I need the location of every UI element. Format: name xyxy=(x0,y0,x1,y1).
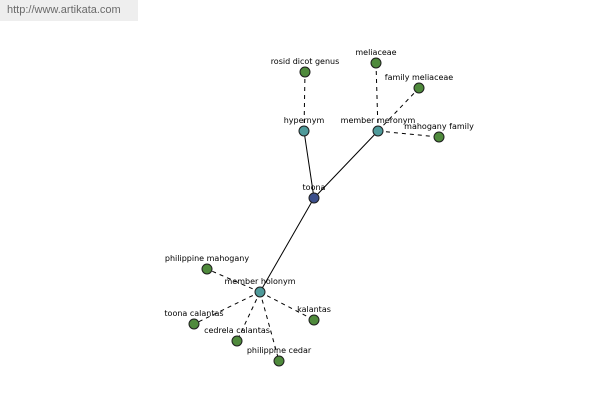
edge-member-holonym-philippine-cedar xyxy=(259,291,280,362)
term-label-toona-calantas[interactable]: toona calantas xyxy=(164,309,223,318)
term-label-mahogany-family[interactable]: mahogany family xyxy=(404,122,474,131)
relation-label-hypernym[interactable]: hypernym xyxy=(284,116,325,125)
relation-label-member-meronym[interactable]: member meronym xyxy=(341,116,416,125)
graph-edges xyxy=(193,62,440,362)
term-node-toona-calantas[interactable] xyxy=(188,318,200,330)
term-label-cedrela-calantas[interactable]: cedrela calantas xyxy=(204,326,270,335)
edge-member-holonym-philippine-mahogany xyxy=(206,268,261,293)
term-node-kalantas[interactable] xyxy=(308,314,320,326)
edge-root-member-meronym xyxy=(313,130,379,199)
term-node-philippine-cedar[interactable] xyxy=(273,355,285,367)
graph-nodes xyxy=(188,57,445,367)
term-node-cedrela-calantas[interactable] xyxy=(231,335,243,347)
term-node-mahogany-family[interactable] xyxy=(433,131,445,143)
edge-root-member-holonym xyxy=(259,197,315,293)
edge-hypernym-rosid-dicot-genus xyxy=(303,71,306,132)
edge-member-meronym-family-meliaceae xyxy=(377,87,420,132)
term-label-meliaceae[interactable]: meliaceae xyxy=(355,48,396,57)
relation-label-member-holonym[interactable]: member holonym xyxy=(224,277,295,286)
term-label-kalantas[interactable]: kalantas xyxy=(297,305,331,314)
source-url-link[interactable]: http://www.artikata.com xyxy=(7,4,121,16)
relation-node-member-holonym[interactable] xyxy=(254,286,266,298)
edge-root-hypernym xyxy=(303,130,315,199)
term-node-meliaceae[interactable] xyxy=(370,57,382,69)
relation-node-hypernym[interactable] xyxy=(298,125,310,137)
term-label-philippine-cedar[interactable]: philippine cedar xyxy=(247,346,312,355)
term-label-family-meliaceae[interactable]: family meliaceae xyxy=(385,73,454,82)
term-node-rosid-dicot-genus[interactable] xyxy=(299,66,311,78)
term-label-philippine-mahogany[interactable]: philippine mahogany xyxy=(165,254,249,263)
relation-node-member-meronym[interactable] xyxy=(372,125,384,137)
root-node-label[interactable]: toona xyxy=(303,183,326,192)
edge-member-holonym-toona-calantas xyxy=(193,291,261,325)
graph-labels: toona hypernym rosid dicot genus member mer… xyxy=(164,48,474,355)
term-node-philippine-mahogany[interactable] xyxy=(201,263,213,275)
edge-member-holonym-cedrela-calantas xyxy=(236,291,261,342)
edge-member-meronym-meliaceae xyxy=(375,62,379,132)
root-node[interactable] xyxy=(308,192,320,204)
edge-member-meronym-mahogany-family xyxy=(377,130,440,138)
term-node-family-meliaceae[interactable] xyxy=(413,82,425,94)
edge-member-holonym-kalantas xyxy=(259,291,315,321)
source-bar: http://www.artikata.com xyxy=(0,0,138,21)
term-label-rosid-dicot-genus[interactable]: rosid dicot genus xyxy=(271,57,340,66)
